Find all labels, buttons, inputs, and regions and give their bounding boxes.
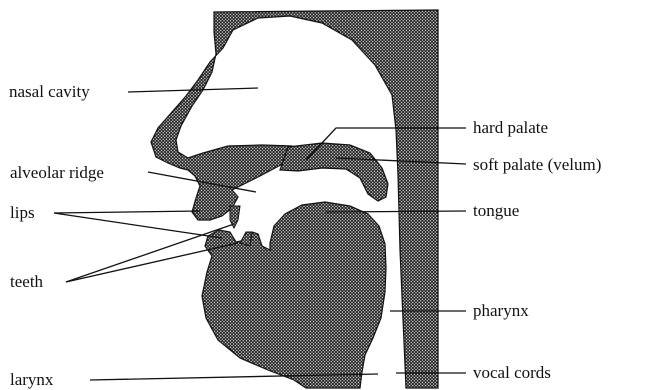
lips-upper-leader-line: [54, 211, 200, 213]
nasal-cavity-label: nasal cavity: [9, 82, 90, 101]
pharynx-label: pharynx: [473, 301, 529, 320]
soft-palate-label: soft palate (velum): [473, 155, 601, 174]
tongue-jaw-shape: [202, 202, 386, 388]
velum-shape: [280, 143, 388, 201]
lower-tooth-shape: [240, 232, 252, 246]
vocal-cords-label: vocal cords: [473, 363, 551, 382]
hard-palate-label: hard palate: [473, 118, 548, 137]
larynx-label: larynx: [10, 370, 54, 389]
lips-label: lips: [10, 203, 35, 222]
tongue-label: tongue: [473, 201, 519, 220]
alveolar-ridge-label: alveolar ridge: [10, 163, 104, 182]
teeth-label: teeth: [10, 272, 44, 291]
